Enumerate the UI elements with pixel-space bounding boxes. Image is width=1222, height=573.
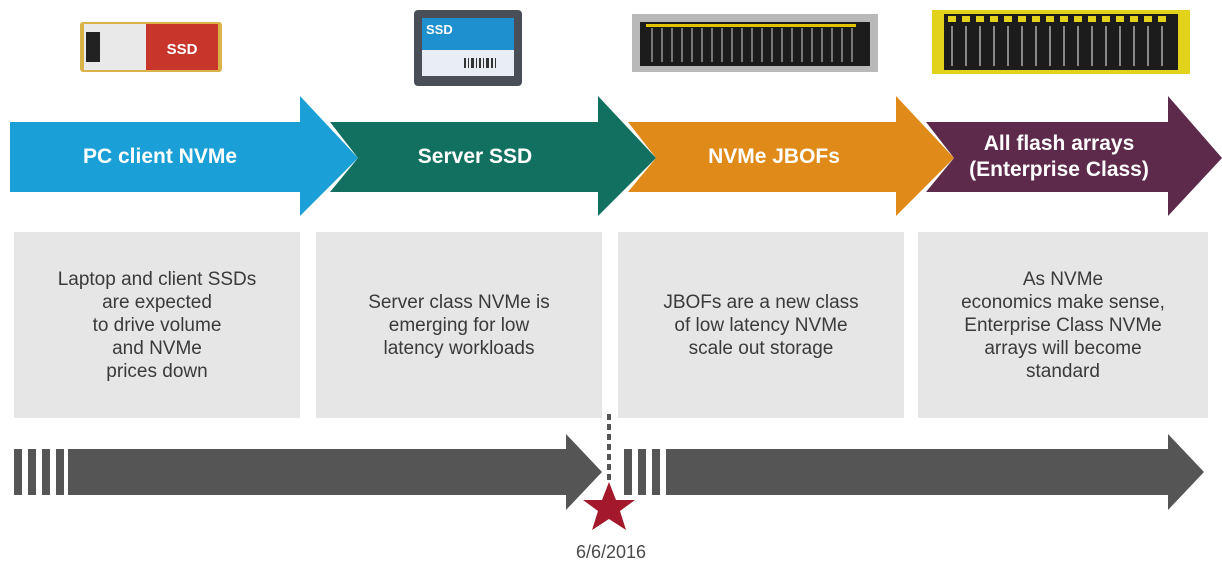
description-box-flash-arrays: As NVMe economics make sense, Enterprise… <box>918 232 1208 418</box>
svg-text:SSD: SSD <box>167 41 198 58</box>
stage-arrows <box>10 96 1222 216</box>
description-box-jbofs: JBOFs are a new class of low latency NVM… <box>618 232 904 418</box>
stage-title-jbofs: NVMe JBOFs <box>708 145 840 168</box>
star-marker-icon <box>583 482 635 530</box>
stage-arrow-pc-client <box>10 96 358 216</box>
description-text: As NVMe economics make sense, Enterprise… <box>961 268 1165 382</box>
timeline-arrow-left <box>14 434 602 510</box>
stage-title-server-ssd: Server SSD <box>417 145 533 168</box>
stage-title-flash-arrays: All flash arrays (Enterprise Class) <box>969 132 1149 181</box>
jbof-enclosure-icon <box>632 14 878 72</box>
server-ssd-icon: SSD <box>414 10 522 86</box>
ssd-m2-icon: SSD <box>80 22 222 72</box>
description-text: Laptop and client SSDs are expected to d… <box>57 268 257 382</box>
stage-arrow-flash-arrays <box>926 96 1222 216</box>
stage-arrow-server-ssd <box>330 96 656 216</box>
timeline-arrow-right <box>624 434 1204 510</box>
svg-text:SSD: SSD <box>426 22 453 37</box>
description-text: Server class NVMe is emerging for low la… <box>368 291 550 359</box>
milestone-date: 6/6/2016 <box>575 542 647 562</box>
flash-array-icon <box>932 10 1190 74</box>
description-box-server-ssd: Server class NVMe is emerging for low la… <box>316 232 602 418</box>
stage-arrow-jbofs <box>628 96 954 216</box>
description-box-pc-client: Laptop and client SSDs are expected to d… <box>14 232 300 418</box>
timeline <box>14 414 1204 530</box>
description-text: JBOFs are a new class of low latency NVM… <box>663 291 859 359</box>
stage-title-pc-client: PC client NVMe <box>82 145 238 168</box>
